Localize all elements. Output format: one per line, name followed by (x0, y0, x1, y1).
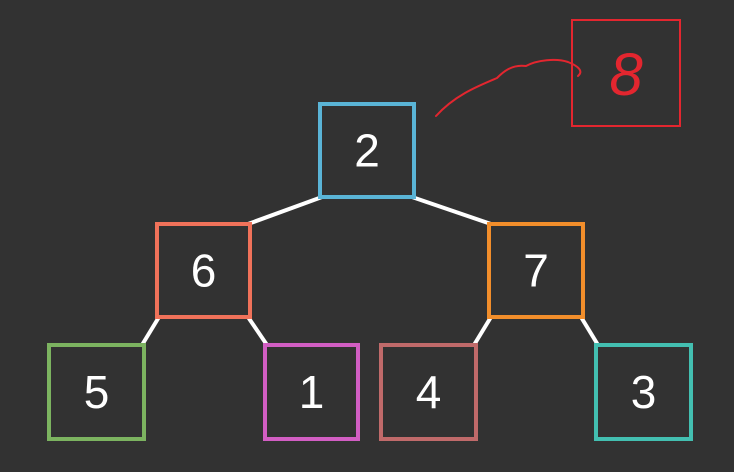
annotation: 8 (435, 19, 681, 127)
node-box (263, 343, 360, 441)
node-label: 7 (523, 245, 549, 297)
edge-root-to-left (247, 195, 323, 226)
node-box (318, 102, 416, 199)
tree-node-left: 6 (155, 222, 252, 319)
tree-node-left-right: 1 (263, 343, 360, 441)
tree-node-root: 2 (318, 102, 416, 199)
tree-node-right: 7 (487, 222, 585, 319)
node-label: 1 (299, 366, 325, 418)
node-label: 4 (416, 366, 442, 418)
edge-right-to-right-right (579, 315, 600, 347)
node-box (487, 222, 585, 319)
edges-layer (140, 195, 600, 347)
annotation-box (571, 19, 681, 127)
node-box (47, 343, 146, 441)
tree-node-left-left: 5 (47, 343, 146, 441)
node-label: 5 (84, 366, 110, 418)
tree-node-right-right: 3 (594, 343, 693, 441)
edge-root-to-right (411, 195, 492, 226)
tree-node-right-left: 4 (379, 343, 478, 441)
node-label: 3 (631, 366, 657, 418)
nodes-layer: 2 6 7 5 1 4 3 (47, 102, 693, 441)
edge-right-to-right-left (472, 315, 493, 347)
node-box (594, 343, 693, 441)
node-label: 2 (354, 125, 380, 177)
edge-left-to-left-right (246, 315, 269, 347)
annotation-arrow (435, 58, 582, 117)
node-box (155, 222, 252, 319)
annotation-label: 8 (609, 41, 643, 108)
edge-left-to-left-left (140, 315, 161, 347)
node-label: 6 (191, 245, 217, 297)
node-box (379, 343, 478, 441)
